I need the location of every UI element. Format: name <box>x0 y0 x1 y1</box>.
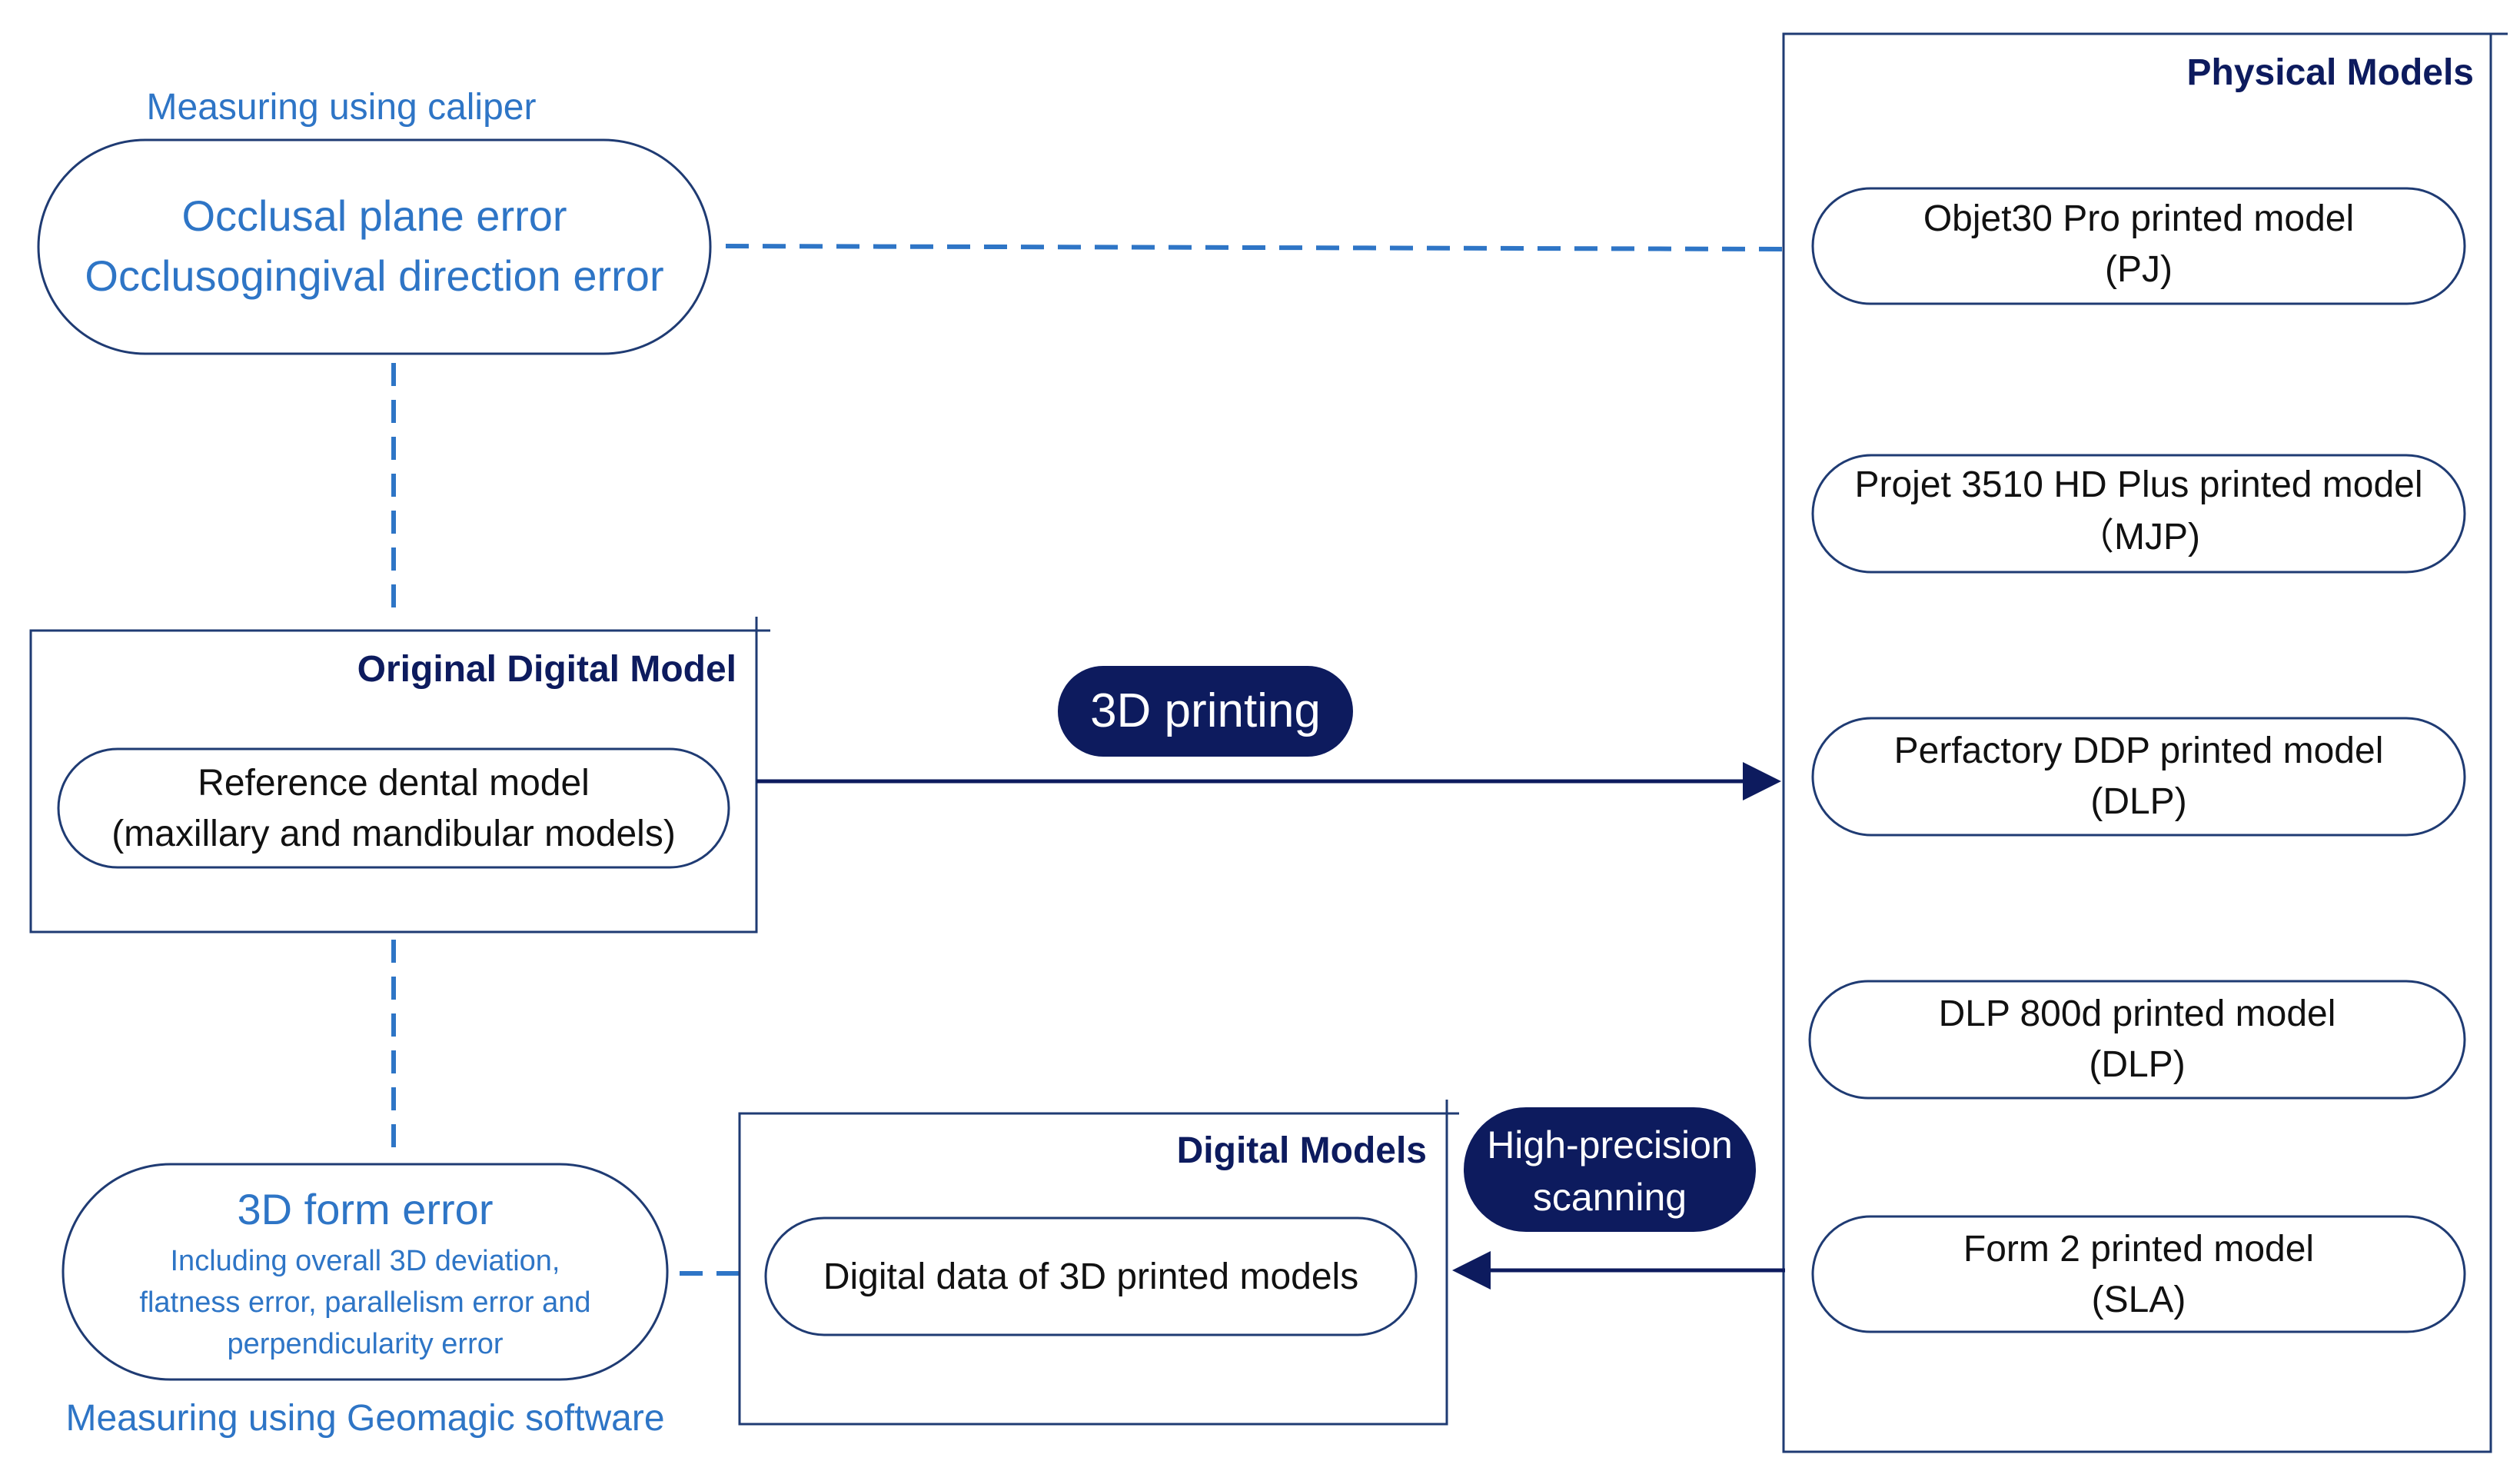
form-error-detail-3: perpendicularity error <box>227 1328 503 1360</box>
physical-model-item-dlp-800d: DLP 800d printed model (DLP) <box>1808 980 2466 1100</box>
physical-model-label: Objet30 Pro printed model <box>1923 198 2354 239</box>
original-digital-model-title: Original Digital Model <box>357 649 736 690</box>
physical-model-abbr: (SLA) <box>2092 1280 2186 1320</box>
physical-model-label: Form 2 printed model <box>1963 1229 2314 1270</box>
physical-models-panel: Physical Models Objet30 Pro printed mode… <box>1782 32 2508 1453</box>
physical-model-abbr: （MJP) <box>2077 517 2200 557</box>
form-error-measurement: 3D form error Including overall 3D devia… <box>62 1163 669 1439</box>
caliper-measurement: Measuring using caliper Occlusal plane e… <box>37 87 712 355</box>
physical-model-label: Perfactory DDP printed model <box>1894 731 2384 771</box>
occlusal-plane-error: Occlusal plane error <box>181 191 567 240</box>
form-error-detail-1: Including overall 3D deviation, <box>171 1245 560 1277</box>
physical-model-abbr: (DLP) <box>2089 1044 2185 1085</box>
caliper-to-physical-connector <box>725 244 1786 251</box>
digital-models-title: Digital Models <box>1177 1130 1427 1171</box>
physical-model-item-mjp: Projet 3510 HD Plus printed model （MJP) <box>1811 454 2466 574</box>
physical-model-label: Projet 3510 HD Plus printed model <box>1854 464 2422 505</box>
original-digital-model-panel: Original Digital Model Reference dental … <box>29 617 770 934</box>
caliper-caption: Measuring using caliper <box>147 87 537 128</box>
reference-dental-model-detail: (maxillary and mandibular models) <box>111 814 676 854</box>
physical-model-abbr: (PJ) <box>2105 249 2173 290</box>
reference-dental-model-label: Reference dental model <box>198 763 590 804</box>
printing-label: 3D printing <box>1090 684 1321 737</box>
geomagic-caption: Measuring using Geomagic software <box>65 1398 664 1439</box>
physical-model-item-pj: Objet30 Pro printed model (PJ) <box>1811 187 2466 305</box>
physical-model-item-sla: Form 2 printed model (SLA) <box>1811 1215 2466 1333</box>
scanning-label-line1: High-precision <box>1487 1123 1733 1166</box>
physical-model-label: DLP 800d printed model <box>1939 993 2336 1034</box>
scanning-badge: High-precision scanning <box>1464 1107 1756 1232</box>
occlusogingival-direction-error: Occlusogingival direction error <box>85 251 663 300</box>
physical-model-item-dlp-perfactory: Perfactory DDP printed model (DLP) <box>1811 717 2466 837</box>
form-error-title: 3D form error <box>238 1185 494 1233</box>
physical-model-abbr: (DLP) <box>2090 781 2186 822</box>
digital-models-panel: Digital Models Digital data of 3D printe… <box>738 1100 1459 1426</box>
form-error-detail-2: flatness error, parallelism error and <box>139 1286 590 1319</box>
digital-data-label: Digital data of 3D printed models <box>823 1256 1358 1297</box>
printing-badge: 3D printing <box>1058 666 1353 757</box>
physical-models-title: Physical Models <box>2187 52 2474 93</box>
scanning-label-line2: scanning <box>1533 1176 1687 1219</box>
